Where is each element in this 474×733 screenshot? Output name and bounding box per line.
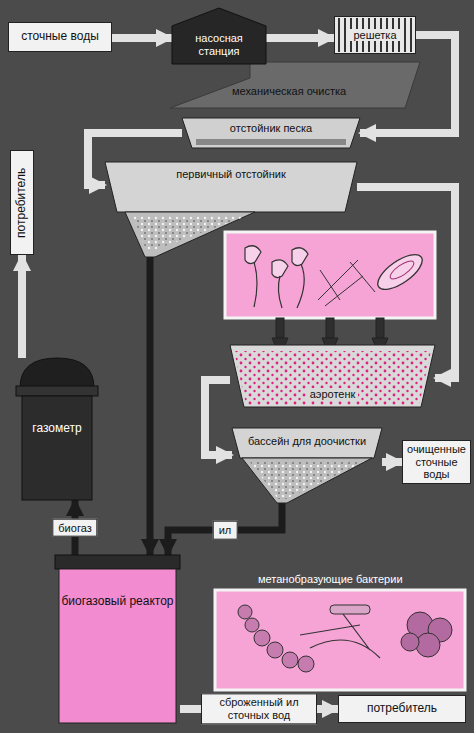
- consumer-box: потребитель: [10, 150, 34, 255]
- flow-arrow: [168, 503, 282, 555]
- methane-bacteria-panel: [215, 590, 465, 690]
- node-label: очищенные сточные воды: [407, 443, 466, 481]
- primary-settler: первичный отстойник: [105, 162, 357, 257]
- consumer-box: потребитель: [338, 695, 466, 723]
- node-label: решетка: [350, 29, 399, 42]
- panel-heading: метанобразующие бактерии: [258, 573, 403, 586]
- node-label: первичный отстойник: [176, 168, 286, 181]
- gasometer: газометр: [14, 358, 100, 500]
- node-label: насосная станция: [176, 32, 262, 57]
- aeration-tank: аэротенк: [230, 345, 435, 407]
- flow-arrow: [112, 34, 172, 42]
- node-label: сточные воды: [21, 30, 99, 44]
- flow-arrow: [266, 34, 334, 42]
- screen-grate: решетка: [334, 16, 416, 54]
- output-box: очищенные сточные воды: [402, 440, 471, 484]
- flow-label: сброженный ил сточных вод: [201, 693, 317, 724]
- input-box: сточные воды: [8, 22, 112, 52]
- flow-label: ил: [213, 521, 238, 540]
- node-label: бассейн для доочистки: [248, 435, 366, 448]
- sand-trap: отстойник песка: [182, 118, 360, 148]
- flow-arrow: [382, 458, 402, 466]
- flow-arrow: [205, 380, 232, 455]
- section-label: механическая очистка: [232, 85, 346, 98]
- biogas-reactor: биогазовый реактор: [55, 555, 180, 723]
- flow-arrow: [147, 257, 154, 555]
- node-label: потребитель: [15, 167, 29, 237]
- node-label: потребитель: [367, 702, 437, 716]
- node-label: отстойник песка: [230, 122, 312, 135]
- node-label: аэротенк: [307, 388, 359, 401]
- pump-station: насосная станция: [172, 8, 266, 64]
- mechanical-band: [170, 62, 420, 108]
- final-basin: бассейн для доочистки: [232, 428, 382, 503]
- node-label: газометр: [32, 422, 81, 436]
- node-label: биогазовый реактор: [61, 595, 173, 609]
- flow-label: биогаз: [52, 518, 97, 537]
- flow-arrow: [18, 255, 26, 358]
- node-outline: [55, 555, 180, 723]
- aerobic-microbes-panel: [225, 232, 435, 318]
